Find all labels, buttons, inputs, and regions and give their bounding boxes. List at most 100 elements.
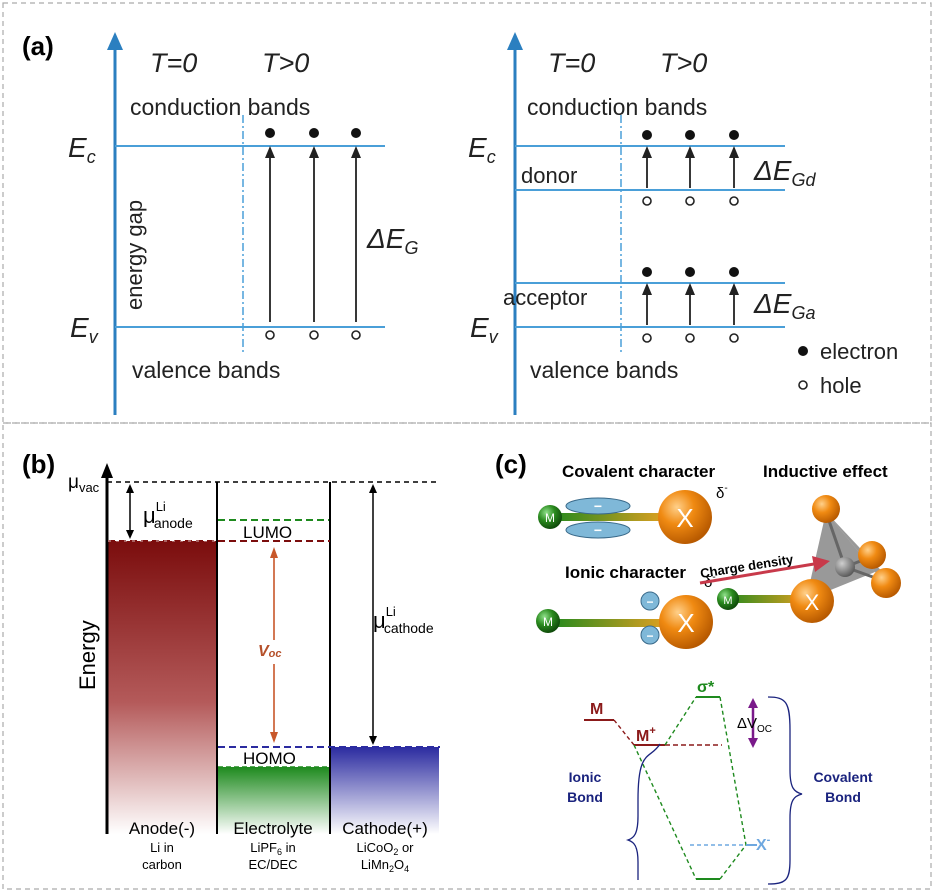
svg-text:−: − — [646, 629, 653, 643]
energy-axis-label: Energy — [75, 620, 100, 690]
svg-text:X: X — [805, 590, 820, 615]
electrolyte-label: Electrolyte — [233, 819, 312, 838]
electron-dot — [642, 130, 652, 140]
electron-dot — [729, 267, 739, 277]
legend-electron-label: electron — [820, 339, 898, 364]
acceptor-transition-2 — [685, 267, 695, 343]
covalent-character-title: Covalent character — [562, 462, 715, 481]
legend-hole-dot — [798, 380, 808, 390]
donor-label: donor — [521, 163, 577, 188]
ec-label: Ec — [468, 132, 496, 167]
delta-voc-label: ΔVOC — [737, 715, 772, 735]
lumo-label: LUMO — [243, 523, 292, 542]
electron-dot — [729, 130, 739, 140]
delta-egd-label: ΔEGd — [753, 155, 816, 190]
svg-text:X: X — [676, 503, 693, 533]
svg-text:X: X — [677, 608, 694, 638]
svg-text:M: M — [543, 615, 553, 629]
electron-dot — [309, 128, 319, 138]
panel-c-label: (c) — [495, 449, 527, 479]
xminus-label: X- — [756, 834, 771, 854]
hole-dot — [642, 333, 652, 343]
anode-fill — [108, 541, 216, 834]
covalent-bond-label-2: Bond — [825, 789, 861, 805]
hole-dot — [685, 333, 695, 343]
ionic-bond-label-1: Ionic — [569, 769, 602, 785]
svg-text:−: − — [646, 595, 653, 609]
delta-minus-label: δ- — [716, 483, 728, 502]
energy-axis-arrowhead — [107, 32, 123, 50]
tgt0-label: T>0 — [262, 48, 309, 78]
electron-dot — [642, 267, 652, 277]
energy-axis-arrowhead — [101, 463, 113, 478]
electrolyte-material-2: EC/DEC — [248, 857, 297, 872]
acceptor-label: acceptor — [503, 285, 587, 310]
hole-dot — [351, 330, 361, 340]
conduction-bands-label: conduction bands — [130, 94, 310, 120]
anion-atom — [658, 490, 712, 544]
transition-2 — [309, 128, 319, 340]
valence-bands-label: valence bands — [132, 357, 280, 383]
hole-dot — [685, 196, 695, 206]
cathode-label: Cathode(+) — [342, 819, 428, 838]
mu-vac-label: μvac — [68, 472, 100, 495]
ionic-bond-brace — [625, 743, 661, 880]
electron-dot — [265, 128, 275, 138]
delta-eg-label: ΔEG — [366, 223, 418, 258]
bonding-diagram: (c) Covalent character δ- − − M X Ionic … — [495, 449, 901, 885]
anode-material-2: carbon — [142, 857, 182, 872]
hole-dot — [265, 330, 275, 340]
cathode-material-1: LiCoO2 or — [356, 840, 414, 857]
energy-gap-label: energy gap — [122, 200, 147, 310]
acceptor-transition-1 — [642, 267, 652, 343]
electron-dot — [685, 130, 695, 140]
electron-dot — [685, 267, 695, 277]
sigma-star-label: σ* — [697, 679, 715, 696]
band-diagram-doped: T=0 T>0 conduction bands Ec Ev donor acc… — [468, 32, 898, 415]
donor-transition-1 — [642, 130, 652, 206]
donor-transition-2 — [685, 130, 695, 206]
electron-dot — [351, 128, 361, 138]
tgt0-label: T>0 — [660, 48, 707, 78]
delta-ega-label: ΔEGa — [753, 288, 815, 323]
m-label: M — [590, 701, 603, 718]
transition-3 — [351, 128, 361, 340]
hole-dot — [729, 333, 739, 343]
anode-label: Anode(-) — [129, 819, 195, 838]
inductive-effect-title: Inductive effect — [763, 462, 888, 481]
electrolyte-material-1: LiPF6 in — [250, 840, 295, 857]
panel-bc-frame — [2, 422, 932, 890]
legend-electron-dot — [798, 346, 808, 356]
metal-atom — [717, 588, 739, 610]
legend-hole-label: hole — [820, 373, 862, 398]
svg-text:M: M — [545, 511, 555, 525]
metal-atom — [538, 505, 562, 529]
homo-label: HOMO — [243, 749, 296, 768]
covalent-bond-brace — [767, 696, 803, 885]
ionic-bond-label-2: Bond — [567, 789, 603, 805]
t0-label: T=0 — [150, 48, 197, 78]
mplus-label: M+ — [636, 725, 656, 745]
ionic-character-title: Ionic character — [565, 563, 686, 582]
metal-atom — [536, 609, 560, 633]
hole-dot — [309, 330, 319, 340]
covalent-molecule: − − M X — [538, 490, 712, 544]
t0-label: T=0 — [548, 48, 595, 78]
electrolyte-fill — [218, 767, 329, 834]
anode-material-1: Li in — [150, 840, 174, 855]
ev-label: Ev — [70, 312, 99, 347]
transition-1 — [265, 128, 275, 340]
cathode-fill — [331, 747, 439, 834]
ec-label: Ec — [68, 132, 96, 167]
conduction-bands-label: conduction bands — [527, 94, 707, 120]
hole-dot — [642, 196, 652, 206]
ionic-molecule: − − M X — [536, 591, 713, 649]
inductive-molecule: M X Charge density — [699, 495, 901, 623]
valence-bands-label: valence bands — [530, 357, 678, 383]
svg-text:M: M — [723, 595, 732, 607]
hole-dot — [729, 196, 739, 206]
voc-label: Voc — [258, 643, 282, 660]
